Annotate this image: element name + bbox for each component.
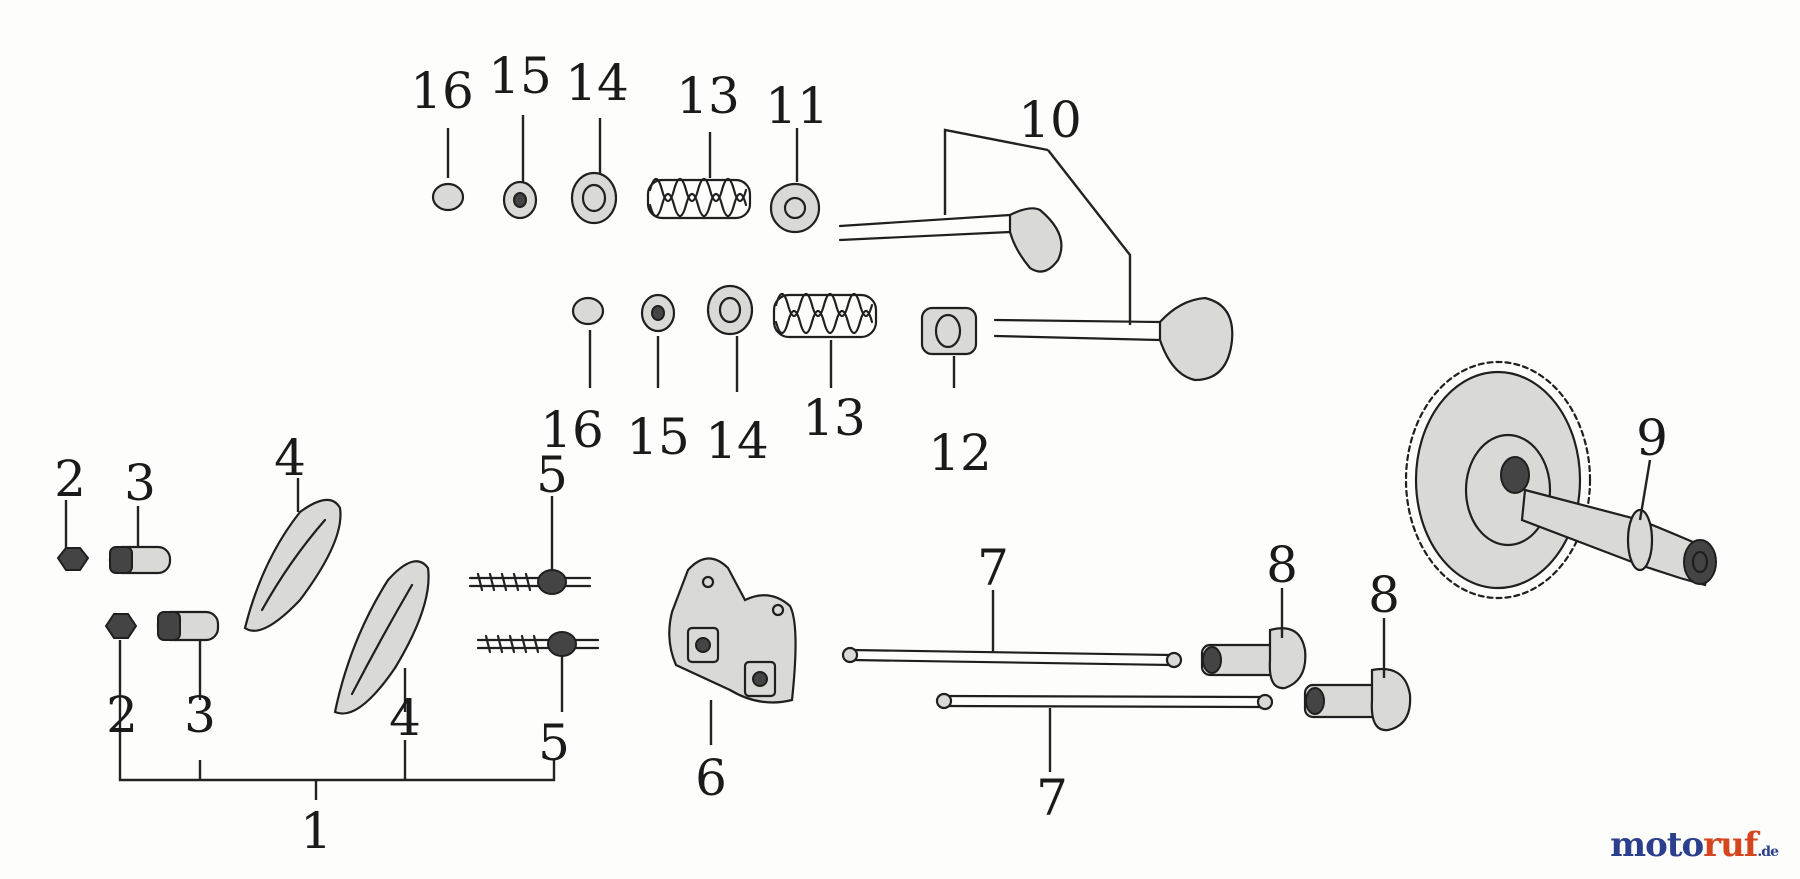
valve-spring-lower (772, 292, 878, 339)
callout-16-lower: 16 (540, 401, 604, 459)
callout-6: 6 (695, 749, 727, 807)
keeper-lower (571, 296, 605, 326)
valve-upper (838, 207, 1063, 273)
spring-retainer-lower (706, 284, 754, 336)
callout-7-lower: 7 (1036, 769, 1068, 827)
rocker-arm-lower (333, 560, 430, 715)
rocker-stud-lower (476, 631, 600, 657)
motoruf-watermark-logo: motoruf.de (1610, 825, 1779, 865)
callout-4-lower: 4 (389, 689, 421, 747)
callout-14-upper: 14 (565, 54, 629, 112)
keeper-upper (431, 182, 465, 212)
callout-labels: 16 15 14 13 11 10 16 15 14 13 12 2 3 4 5… (54, 47, 1668, 860)
tappet-lower (1303, 667, 1412, 732)
callout-10: 10 (1018, 91, 1082, 149)
nut-upper (56, 547, 90, 571)
leader-lines (64, 115, 1652, 800)
callout-9: 9 (1636, 409, 1668, 467)
callout-5-upper: 5 (536, 446, 568, 504)
nut-lower (104, 613, 138, 639)
camshaft-gear (1404, 360, 1717, 600)
rocker-arm-upper (243, 498, 342, 632)
rotator-lower (640, 293, 676, 333)
spring-retainer-upper (570, 171, 618, 225)
callout-13-lower: 13 (802, 389, 866, 447)
callout-16-upper: 16 (410, 62, 474, 120)
valve-guide-lower (920, 306, 978, 356)
push-rod-guide-plate (668, 557, 797, 704)
callout-2-lower: 2 (106, 686, 138, 744)
callout-12: 12 (928, 424, 992, 482)
adjuster-lower (156, 610, 220, 642)
callout-15-upper: 15 (488, 47, 552, 105)
rotator-upper (502, 180, 538, 220)
callout-11: 11 (765, 77, 829, 135)
callout-4-upper: 4 (274, 429, 306, 487)
valve-spring-upper (646, 177, 752, 220)
callout-2-upper: 2 (54, 450, 86, 508)
callout-3-upper: 3 (124, 454, 156, 512)
valve-lower (993, 296, 1234, 382)
rocker-stud-upper (468, 569, 592, 595)
push-rod-upper (841, 646, 1183, 669)
callout-15-lower: 15 (626, 408, 690, 466)
adjuster-upper (108, 545, 172, 575)
callout-3-lower: 3 (184, 686, 216, 744)
callout-8-lower: 8 (1368, 566, 1400, 624)
callout-1: 1 (300, 802, 332, 860)
callout-5-lower: 5 (538, 714, 570, 772)
callout-14-lower: 14 (705, 412, 769, 470)
push-rod-lower (935, 692, 1274, 711)
tappet-upper (1200, 627, 1307, 690)
callout-13-upper: 13 (676, 67, 740, 125)
callout-7-upper: 7 (977, 539, 1009, 597)
callout-8-upper: 8 (1266, 536, 1298, 594)
valve-seal-upper (769, 182, 821, 234)
